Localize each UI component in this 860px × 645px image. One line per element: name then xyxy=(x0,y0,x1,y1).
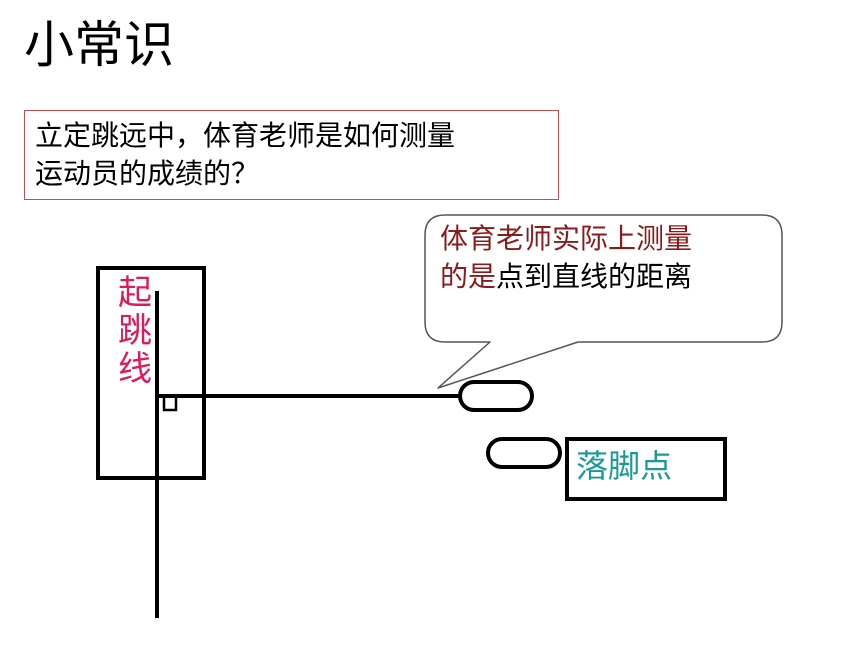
callout-line-2-plain: 点到直线的距离 xyxy=(496,260,693,293)
heel-print-upper xyxy=(458,380,534,412)
question-box: 立定跳远中，体育老师是如何测量 运动员的成绩的？ xyxy=(24,110,559,200)
heel-print-lower xyxy=(486,437,562,469)
takeoff-label-char-2: 跳 xyxy=(118,311,152,351)
takeoff-board xyxy=(96,266,206,480)
landing-label-box xyxy=(565,437,727,501)
callout-line-2-accent: 的是 xyxy=(440,260,497,293)
callout-line-2: 的是点到直线的距离 xyxy=(440,258,692,296)
takeoff-line-label: 起 跳 线 xyxy=(118,274,158,388)
callout-line-1: 体育老师实际上测量 xyxy=(440,222,693,255)
question-line-2: 运动员的成绩的？ xyxy=(35,157,260,190)
callout-text: 体育老师实际上测量 的是点到直线的距离 xyxy=(440,220,692,296)
takeoff-label-char-1: 起 xyxy=(118,273,152,313)
landing-point-label: 落脚点 xyxy=(576,447,673,485)
callout-bubble xyxy=(424,214,783,389)
question-line-1: 立定跳远中，体育老师是如何测量 xyxy=(35,119,456,152)
right-angle-marker xyxy=(162,398,178,412)
page-title: 小常识 xyxy=(24,16,174,74)
takeoff-label-char-3: 线 xyxy=(118,349,152,389)
